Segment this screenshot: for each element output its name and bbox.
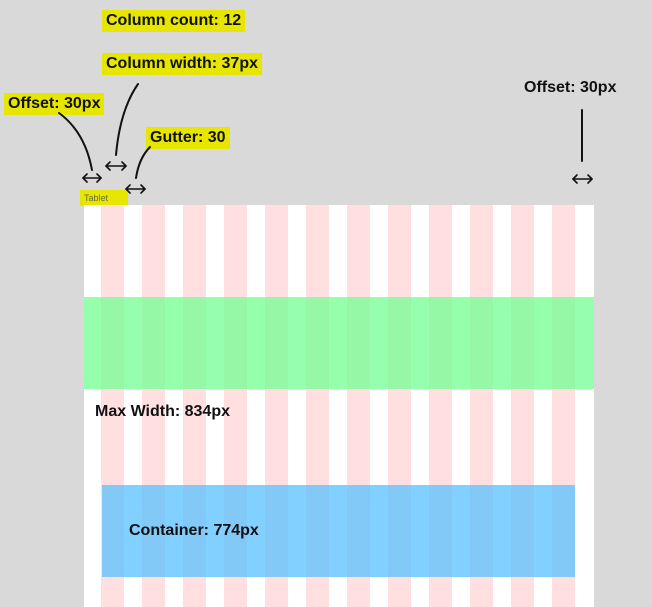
column-count-label: Column count: 12 <box>102 10 246 32</box>
gutter-label: Gutter: 30 <box>146 127 230 149</box>
double-arrow-icon <box>105 161 127 171</box>
layout-grid-canvas: Max Width: 834px Container: 774px <box>84 205 594 607</box>
pointer-line-icon <box>135 146 151 179</box>
max-width-label: Max Width: 834px <box>95 403 230 420</box>
double-arrow-icon <box>125 184 146 194</box>
container-band <box>102 485 575 577</box>
double-arrow-icon <box>82 173 102 183</box>
pointer-line-icon <box>58 112 93 171</box>
max-width-band <box>84 297 594 389</box>
tablet-label: Tablet <box>80 190 128 206</box>
annotation-overlay <box>58 83 593 194</box>
double-arrow-icon <box>572 174 593 184</box>
offset-right-label: Offset: 30px <box>524 79 617 96</box>
offset-left-label: Offset: 30px <box>4 93 105 115</box>
column-width-label: Column width: 37px <box>102 53 262 75</box>
pointer-line-icon <box>115 83 139 156</box>
container-label: Container: 774px <box>129 522 259 539</box>
